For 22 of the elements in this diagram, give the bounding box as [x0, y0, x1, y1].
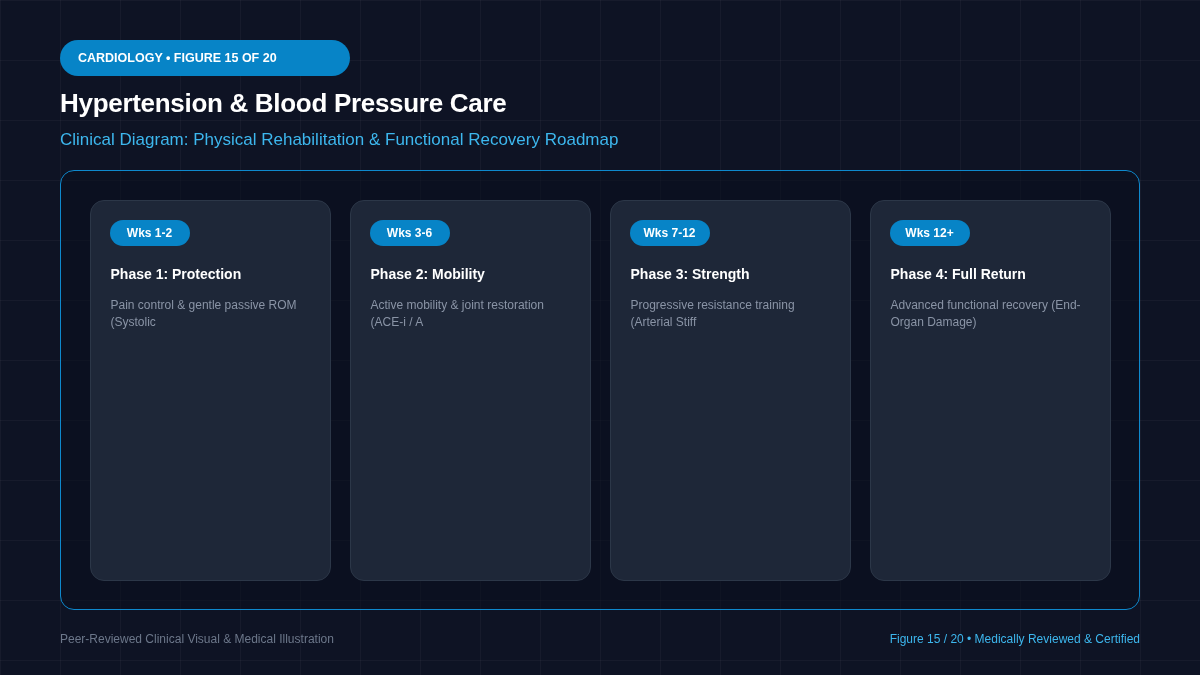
- phase-card: [869, 199, 1111, 581]
- phase-card: [349, 199, 591, 581]
- phase-description: Advanced functional recovery (End-Organ Damage): [890, 296, 1082, 331]
- footer-note: Peer-Reviewed Clinical Visual & Medical Illustration: [60, 632, 334, 646]
- phase-description: Pain control & gentle passive ROM (Systolic: [110, 296, 298, 331]
- title: Hypertension & Blood Pressure Care: [60, 88, 507, 119]
- category-tag: CARDIOLOGY • FIGURE 15 OF 20: [60, 40, 350, 76]
- subtitle: Clinical Diagram: Physical Rehabilitation & Functional Recovery Roadmap: [60, 130, 619, 150]
- phase-heading: Phase 2: Mobility: [370, 264, 486, 283]
- week-badge: Wks 12+: [889, 219, 970, 246]
- week-badge: Wks 1-2: [109, 219, 190, 246]
- phase-heading: Phase 4: Full Return: [890, 264, 1027, 283]
- week-badge: Wks 3-6: [369, 219, 450, 246]
- footer-credit: Figure 15 / 20 • Medically Reviewed & Certified: [889, 632, 1140, 646]
- phase-heading: Phase 3: Strength: [630, 264, 751, 283]
- phase-description: Progressive resistance training (Arterial Stiff: [630, 296, 796, 331]
- phase-card: [89, 199, 331, 581]
- phase-description: Active mobility & joint restoration (ACE-i / A: [370, 296, 545, 331]
- week-badge: Wks 7-12: [629, 219, 710, 246]
- phase-card: [609, 199, 851, 581]
- content-panel: [60, 170, 1140, 610]
- phase-heading: Phase 1: Protection: [110, 264, 243, 283]
